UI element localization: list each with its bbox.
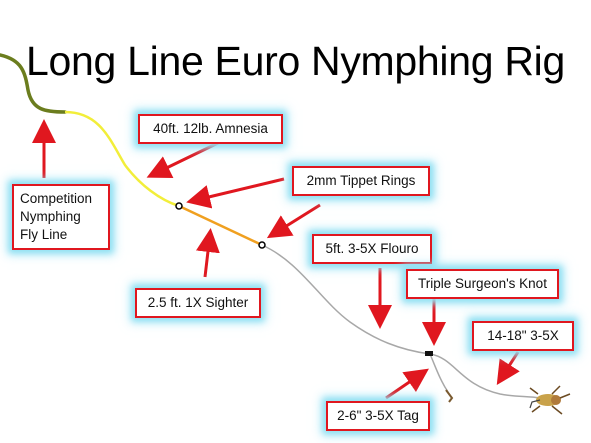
label-point: 14-18" 3-5X xyxy=(472,321,574,351)
arrow-tippet-ring-2 xyxy=(266,203,321,239)
arrow-amnesia xyxy=(146,141,219,178)
arrow-sighter xyxy=(196,228,220,278)
label-fly-line-3: Fly Line xyxy=(20,227,68,242)
label-amnesia: 40ft. 12lb. Amnesia xyxy=(138,114,283,144)
label-flouro: 5ft. 3-5X Flouro xyxy=(312,234,432,264)
label-fly-line-2: Nymphing xyxy=(20,209,81,224)
tippet-ring-1 xyxy=(175,202,183,210)
arrow-tag xyxy=(385,368,429,400)
label-tippet-rings: 2mm Tippet Rings xyxy=(292,166,430,196)
point-line xyxy=(429,353,541,399)
label-fly-line-1: Competition xyxy=(20,191,93,206)
sighter-line xyxy=(178,204,263,247)
arrow-point xyxy=(496,351,520,386)
label-sighter: 2.5 ft. 1X Sighter xyxy=(135,288,261,318)
surgeons-knot xyxy=(425,351,433,356)
nymph-fly xyxy=(529,385,571,415)
page-title: Long Line Euro Nymphing Rig xyxy=(26,38,565,84)
label-surgeons-knot: Triple Surgeon's Knot xyxy=(406,269,559,299)
tag-line xyxy=(429,353,449,393)
arrow-tippet-ring-1 xyxy=(186,177,285,209)
tippet-ring-2 xyxy=(258,241,266,249)
label-fly-line: Competition Nymphing Fly Line xyxy=(12,184,110,250)
amnesia-line xyxy=(64,110,180,208)
flouro-line xyxy=(261,244,431,355)
tag-fly xyxy=(445,389,454,403)
fly-line xyxy=(0,53,67,114)
label-tag: 2-6" 3-5X Tag xyxy=(326,401,430,431)
